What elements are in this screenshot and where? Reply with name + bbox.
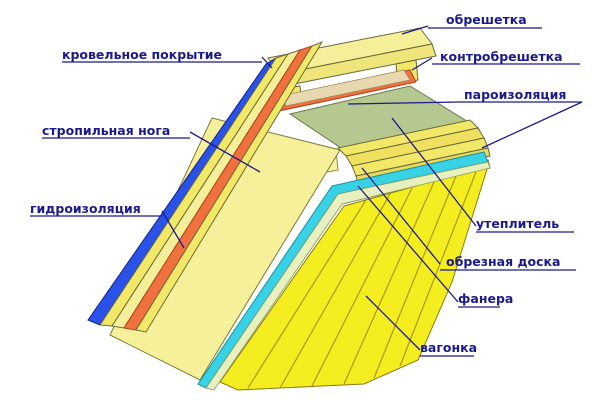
leader-lines bbox=[161, 25, 583, 351]
label-waterproofing: гидроизоляция bbox=[30, 201, 141, 216]
label-counter-battens: контробрешетка bbox=[440, 49, 563, 64]
lining-panel bbox=[219, 165, 489, 391]
label-edged-board: обрезная доска bbox=[446, 254, 560, 269]
label-battens: обрешетка bbox=[446, 12, 527, 27]
label-roofing: кровельное покрытие bbox=[62, 47, 222, 62]
label-rafter: стропильная нога bbox=[42, 123, 170, 138]
label-insulation: утеплитель bbox=[476, 216, 559, 231]
label-lining: вагонка bbox=[420, 340, 477, 355]
rafter-leg-left bbox=[135, 40, 324, 333]
insulation-strip bbox=[205, 161, 491, 391]
label-plywood: фанера bbox=[458, 291, 513, 306]
label-vapor-barrier: пароизоляция bbox=[464, 87, 566, 102]
lining-grooves bbox=[247, 171, 477, 389]
